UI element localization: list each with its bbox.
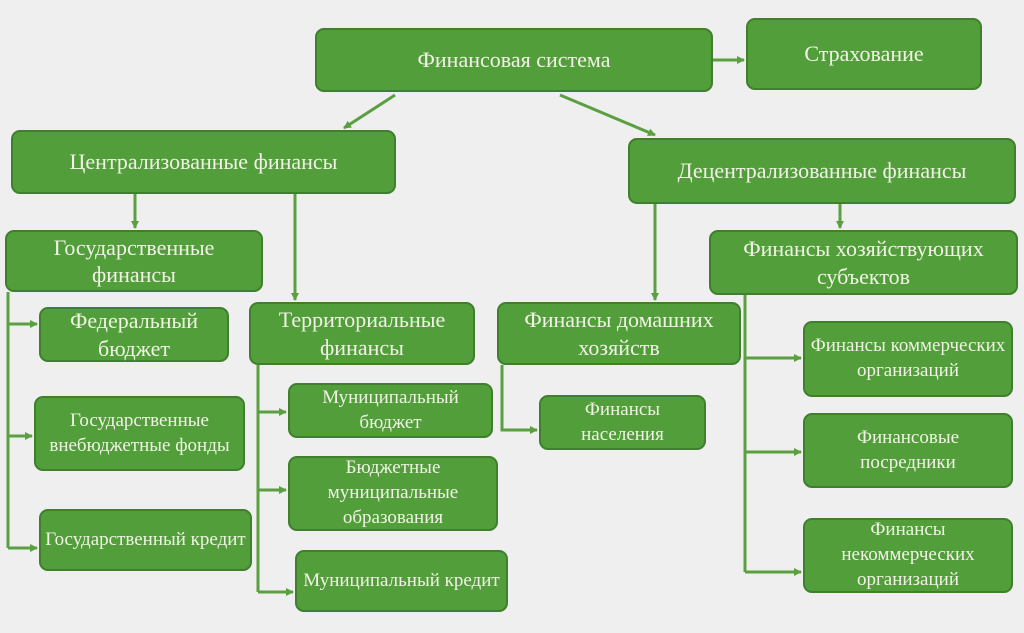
node-business-entities-finance: Финансы хозяйствующих субъектов bbox=[709, 230, 1018, 295]
node-financial-system: Финансовая система bbox=[315, 28, 713, 92]
node-financial-intermediaries: Финансовые посредники bbox=[803, 413, 1013, 488]
node-municipal-budget: Муниципальный бюджет bbox=[288, 383, 493, 438]
node-population-finance: Финансы населения bbox=[539, 395, 706, 450]
node-noncommercial-org-finance: Финансы некоммерческих организаций bbox=[803, 518, 1013, 593]
arrow-system-decentralized bbox=[559, 93, 656, 137]
node-municipal-credit: Муниципальный кредит bbox=[295, 550, 508, 612]
node-state-credit: Государственный кредит bbox=[39, 509, 252, 571]
node-federal-budget: Федеральный бюджет bbox=[39, 307, 229, 362]
arrow-system-centralized bbox=[343, 93, 396, 130]
node-centralized: Централизованные финансы bbox=[11, 130, 396, 194]
node-insurance: Страхование bbox=[746, 18, 982, 90]
node-household-finance: Финансы домашних хозяйств bbox=[497, 302, 741, 365]
node-state-finance: Государственные финансы bbox=[5, 230, 263, 292]
node-decentralized: Децентрализованные финансы bbox=[628, 138, 1016, 204]
node-territorial-finance: Территориальные финансы bbox=[249, 302, 475, 365]
node-commercial-org-finance: Финансы коммерческих организаций bbox=[803, 321, 1013, 397]
household-branch-line bbox=[500, 365, 538, 434]
node-extrabudgetary-funds: Государственные внебюджетные фонды bbox=[34, 396, 245, 471]
node-budget-municipal-entities: Бюджетные муниципальные образования bbox=[288, 456, 498, 531]
